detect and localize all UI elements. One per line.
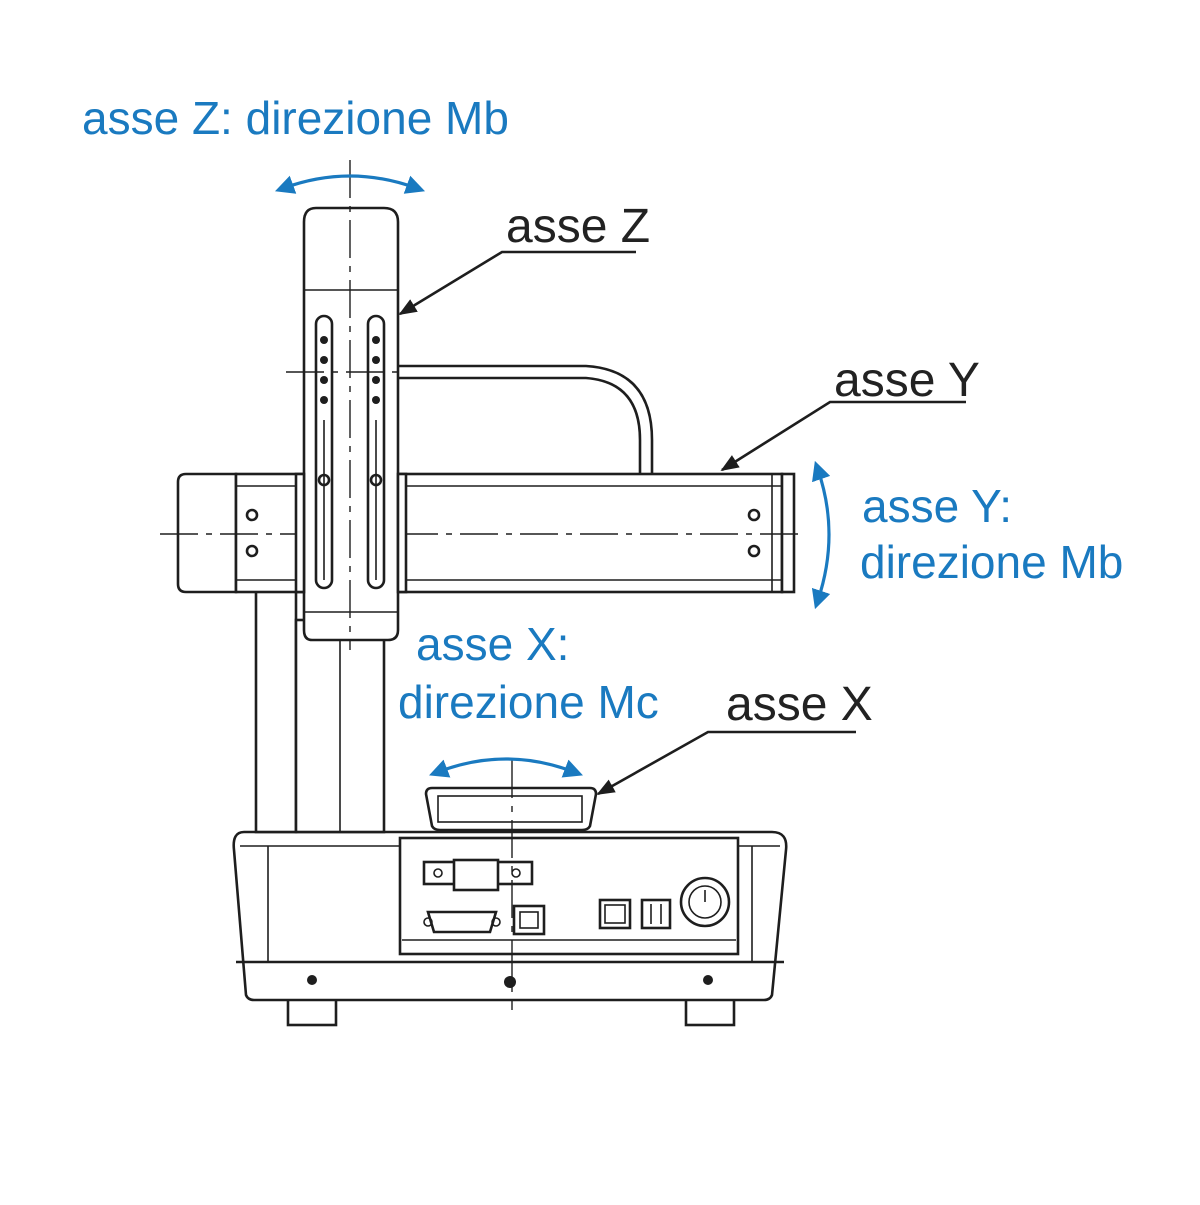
beam-screw <box>747 544 761 558</box>
y-beam-right-cap <box>780 472 796 594</box>
base-screw <box>504 976 516 988</box>
beam-screw <box>245 508 259 522</box>
base-screw <box>307 975 317 985</box>
leader-z-axis <box>398 250 636 316</box>
beam-screw <box>245 544 259 558</box>
z-direction-arrow <box>274 174 426 194</box>
label-z-direction: asse Z: direzione Mb <box>82 92 509 144</box>
z-axis-unit <box>286 160 408 650</box>
z-slot-right <box>366 314 386 590</box>
beam-screw <box>747 508 761 522</box>
x-table-inner <box>437 795 583 823</box>
emergency-stop-icon <box>679 876 731 928</box>
y-direction-arrow <box>811 460 831 610</box>
leader-lines <box>398 250 966 796</box>
label-y-axis: asse Y <box>834 354 980 407</box>
z-slot-left <box>314 314 334 590</box>
usb-port-icon <box>512 904 546 936</box>
label-y-direction-line1: asse Y: <box>862 480 1012 532</box>
label-z-axis: asse Z <box>506 200 650 253</box>
cable-loop-outer <box>380 364 654 474</box>
dip-switch <box>640 898 672 930</box>
column-left-post <box>254 588 298 834</box>
switch-block <box>598 898 632 930</box>
robot-base <box>232 830 788 1027</box>
power-connector <box>422 858 534 892</box>
labels: asse Z: direzione Mb asse Z asse Y asse … <box>82 92 1123 731</box>
leader-y-axis <box>720 400 966 472</box>
x-axis-table <box>424 760 598 1010</box>
y-beam-end-cap <box>176 472 238 594</box>
x-direction-arrow <box>429 757 583 778</box>
x-table-outer <box>424 786 598 832</box>
label-x-direction-line2: direzione Mc <box>398 676 659 728</box>
base-screw <box>703 975 713 985</box>
label-x-axis: asse X <box>726 678 873 731</box>
leader-x-axis <box>596 730 856 796</box>
direction-arrows <box>274 174 831 778</box>
db-connector-icon <box>423 910 501 934</box>
label-y-direction-line2: direzione Mb <box>860 536 1123 588</box>
cable-loop-inner <box>380 376 642 474</box>
y-axis-beam <box>160 364 800 594</box>
label-x-direction-line1: asse X: <box>416 618 569 670</box>
